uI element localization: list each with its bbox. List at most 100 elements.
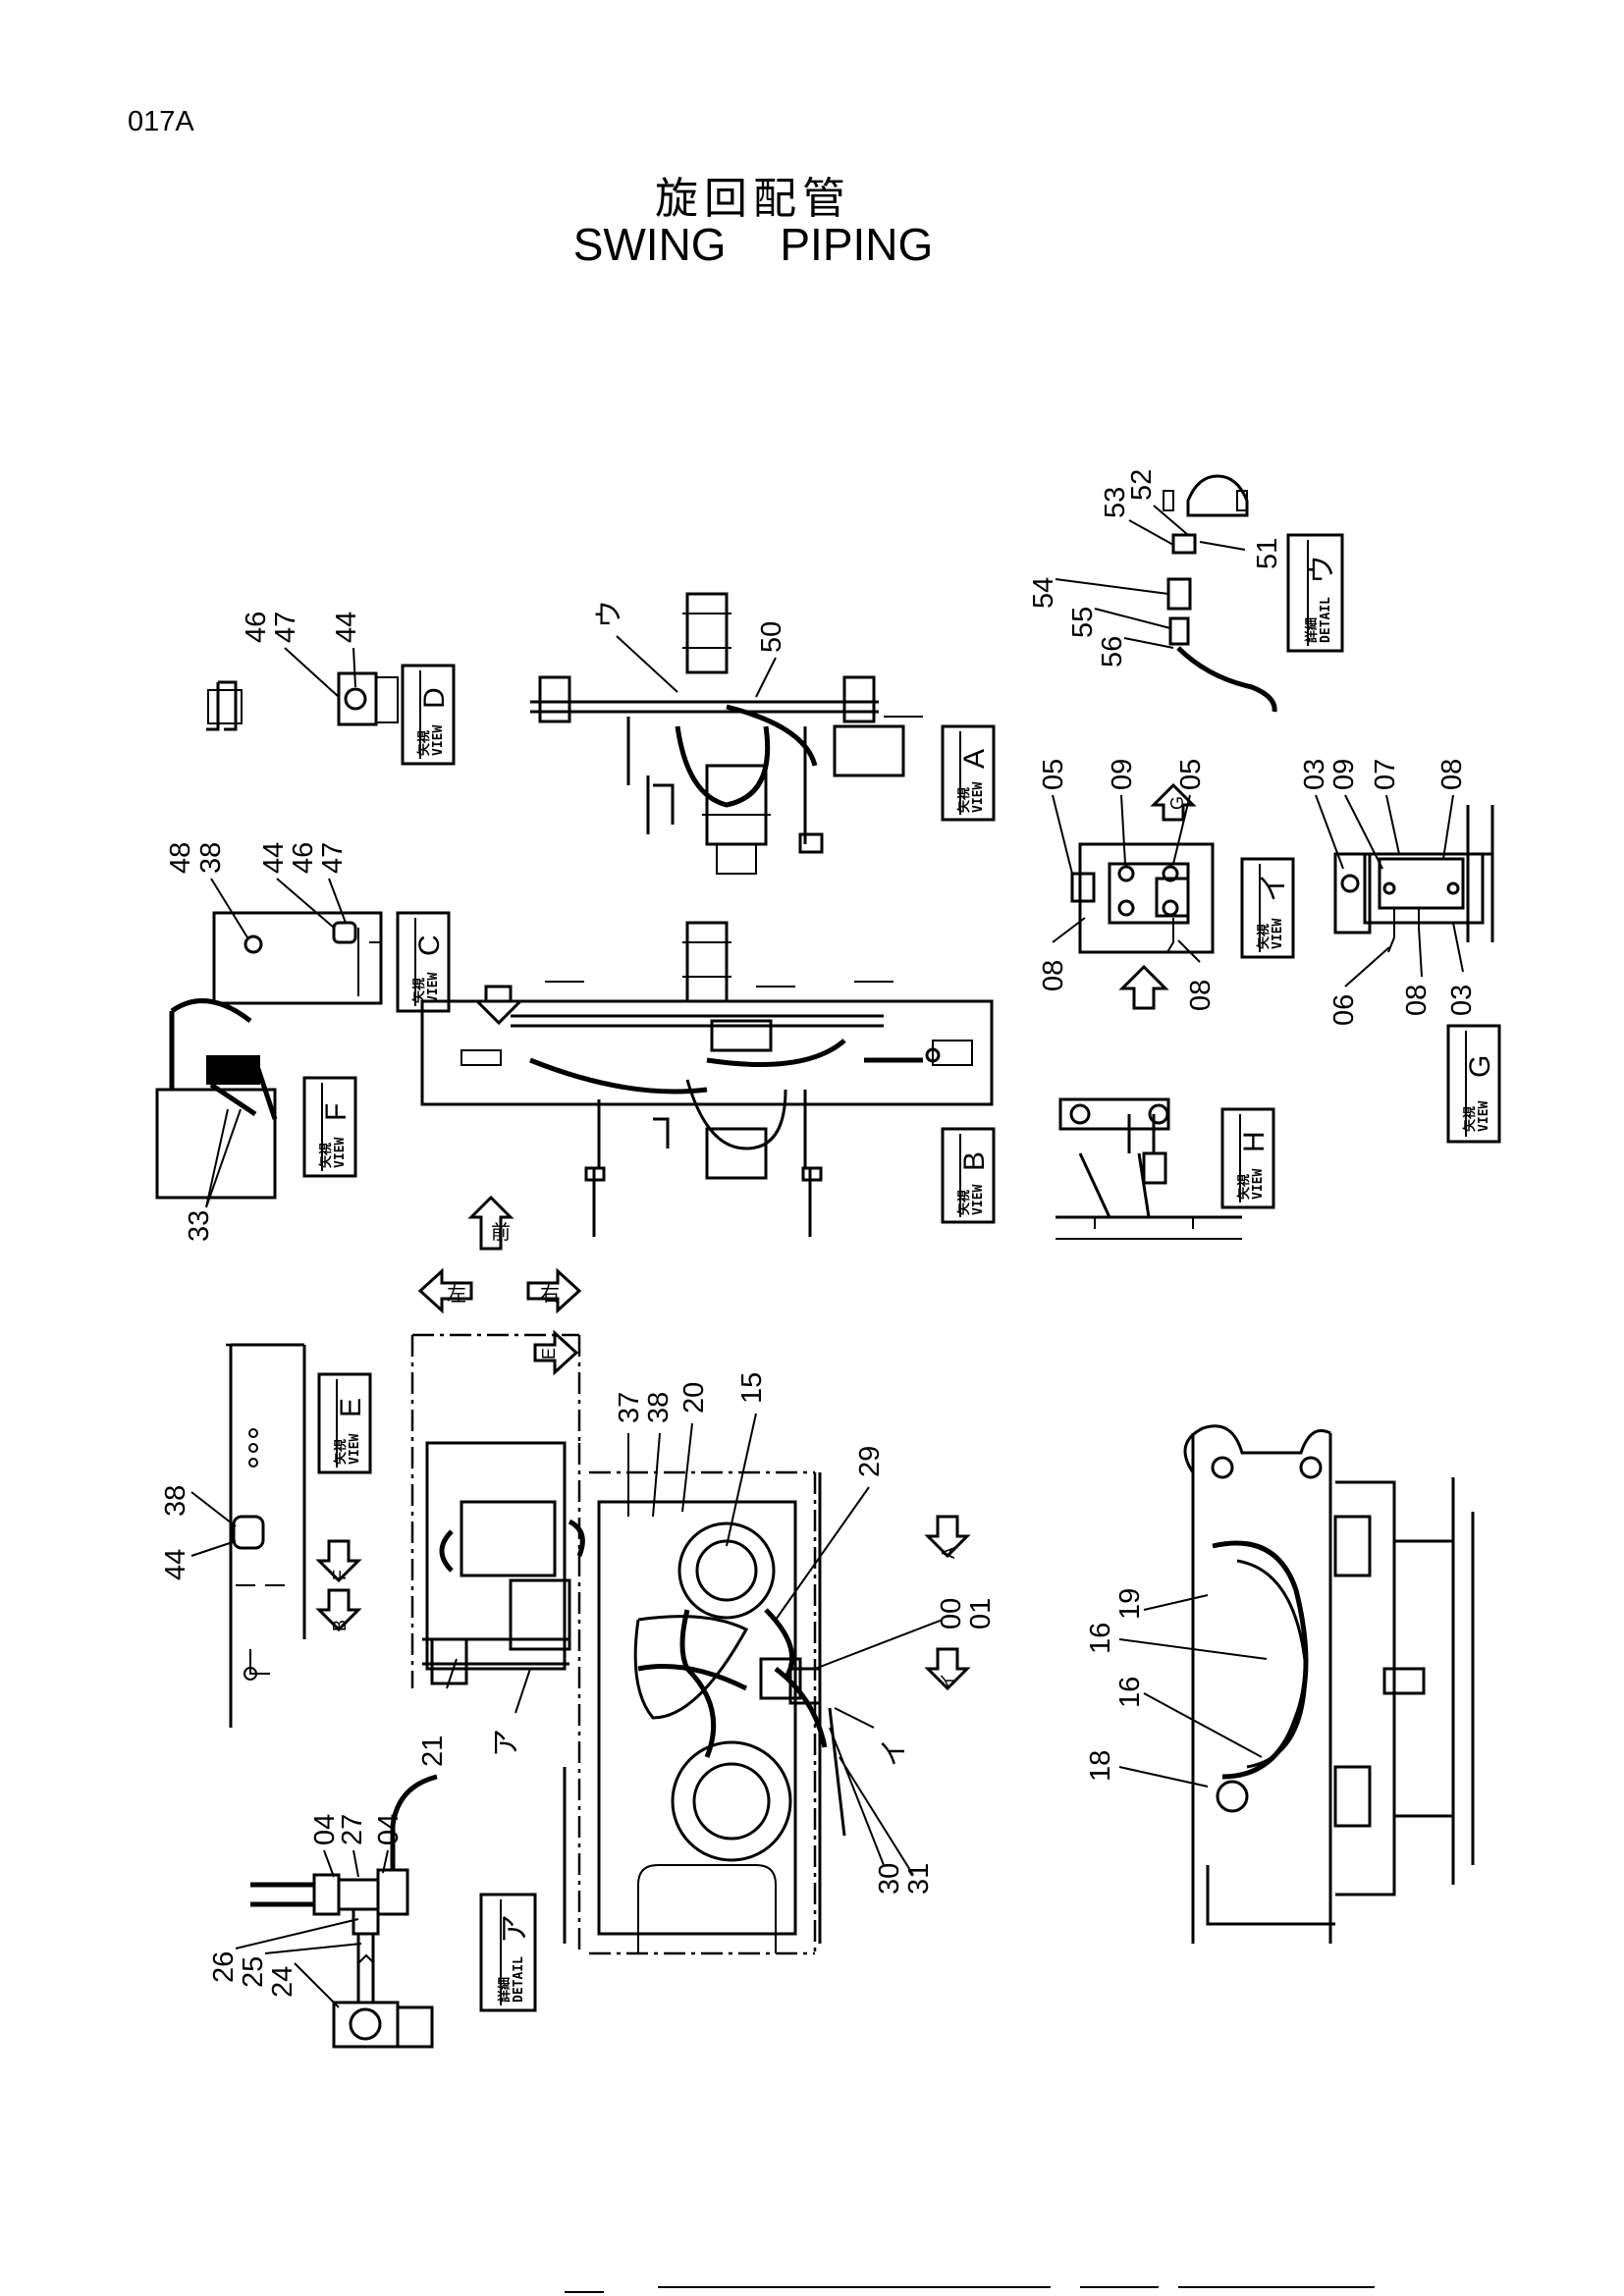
callout-44: 44 [258,842,290,874]
callout-44: 44 [160,1549,191,1580]
view-e-drawing: 38 44 [160,1343,306,1728]
view-e-word: VIEW [348,1434,362,1465]
view-e-label-box: 矢視 VIEW E [317,1372,372,1474]
view-a-drawing: ウ 50 [530,592,923,875]
view-a-letter: A [958,749,991,769]
callout-16: 16 [1085,1623,1116,1654]
view-i-drawing: 05 09 05 08 08 [1038,759,1217,1011]
callout-03: 03 [1446,985,1478,1016]
callout-08: 08 [1185,980,1217,1011]
view-h-drawing [1056,1097,1242,1240]
callout-09: 09 [1107,759,1138,790]
view-d-word: VIEW [431,725,446,756]
view-f-label-box: 矢視 VIEW F [302,1076,357,1178]
callout-u: ウ [594,600,625,628]
callout-16: 16 [1114,1677,1146,1708]
callout-i: イ [879,1738,910,1767]
view-d-drawing: 46 47 44 [206,612,399,731]
callout-46: 46 [288,842,319,874]
view-b-drawing [420,921,994,1237]
callout-06: 06 [1328,994,1360,1026]
detail-a-label-box: 詳細 DETAIL ア [479,1893,537,2012]
callout-20: 20 [678,1382,710,1414]
view-b-letter: B [958,1151,991,1171]
callout-05: 05 [1175,759,1207,790]
callout-29: 29 [854,1446,886,1477]
arrow-i-letter: イ [939,1673,958,1690]
detail-u-kanji: 詳細 [1304,617,1320,643]
view-c-label-box: 矢視 VIEW C [396,911,451,1013]
page-code: 017A [128,106,194,137]
callout-38: 38 [160,1485,191,1517]
view-h-word: VIEW [1251,1169,1266,1200]
callout-27: 27 [337,1814,368,1845]
arrow-b-letter: B [330,1620,350,1631]
view-g-drawing: 03 09 07 08 06 08 03 [1299,759,1494,1026]
detail-a-drawing: 04 27 04 26 25 24 [208,1774,438,2049]
callout-05: 05 [1038,759,1069,790]
detail-u-drawing: 53 52 51 54 55 56 [1028,469,1283,713]
view-f-word: VIEW [333,1138,348,1168]
callout-04: 04 [373,1814,405,1845]
callout-08: 08 [1401,985,1433,1016]
callout-44: 44 [331,612,362,643]
view-g-kanji: 矢視 [1462,1106,1478,1132]
detail-u-letter: ウ [1306,555,1338,584]
callout-09: 09 [1328,759,1360,790]
callout-37: 37 [614,1392,645,1423]
callout-38: 38 [643,1392,675,1423]
callout-21: 21 [417,1735,449,1767]
detail-a-word: DETAIL [512,1956,526,2002]
view-c-kanji: 矢視 [411,978,427,1003]
callout-46: 46 [241,612,272,643]
view-i-label-box: 矢視 VIEW イ [1240,857,1295,959]
callout-47: 47 [270,612,301,643]
callout-08: 08 [1436,759,1468,790]
callout-18: 18 [1085,1750,1116,1782]
plan-view-drawing: 37 38 20 15 29 00 01 21 ア イ 30 31 [410,1333,997,1955]
callout-30: 30 [874,1863,905,1895]
title-japanese: 旋回配管 [655,174,851,224]
callout-56: 56 [1097,636,1128,667]
view-h-label-box: 矢視 VIEW H [1220,1107,1275,1209]
callout-47: 47 [317,842,349,874]
view-a-label-box: 矢視 VIEW A [941,724,996,822]
view-d-kanji: 矢視 [416,730,432,756]
callout-50: 50 [756,621,787,653]
view-c-drawing: 48 38 44 46 47 [165,842,383,1005]
arrow-e-letter: E [539,1348,559,1360]
callout-55: 55 [1067,607,1099,638]
view-i-kanji: 矢視 [1256,924,1272,949]
detail-a-letter: ア [499,1914,531,1944]
side-view-drawing: 19 16 16 18 [1085,1424,1475,1944]
callout-33: 33 [184,1210,215,1242]
view-i-letter: イ [1258,873,1290,902]
view-i-word: VIEW [1271,919,1285,949]
view-d-letter: D [418,687,451,709]
arrow-a-letter: A [939,1547,958,1559]
callout-52: 52 [1126,469,1158,501]
callout-03: 03 [1299,759,1330,790]
arrow-g-letter: G [1167,796,1187,810]
view-d-label-box: 矢視 VIEW D [401,664,456,766]
detail-u-label-box: 詳細 DETAIL ウ [1286,533,1344,653]
view-e-kanji: 矢視 [333,1439,349,1465]
view-f-drawing: 33 [155,998,278,1242]
view-a-kanji: 矢視 [956,787,972,813]
direction-arrows: 前 左 右 [315,782,1197,1691]
callout-38: 38 [195,842,227,874]
view-b-word: VIEW [971,1185,986,1215]
title-english: SWING PIPING [572,219,934,270]
view-a-word: VIEW [971,782,986,813]
view-f-letter: F [320,1103,352,1121]
view-c-word: VIEW [426,973,441,1003]
callout-01: 01 [965,1598,997,1629]
callout-48: 48 [165,842,196,874]
callout-26: 26 [208,1951,240,1983]
callout-25: 25 [238,1956,269,1988]
callout-19: 19 [1114,1588,1146,1620]
callout-51: 51 [1252,538,1283,569]
view-f-kanji: 矢視 [318,1143,334,1168]
callout-07: 07 [1370,759,1401,790]
